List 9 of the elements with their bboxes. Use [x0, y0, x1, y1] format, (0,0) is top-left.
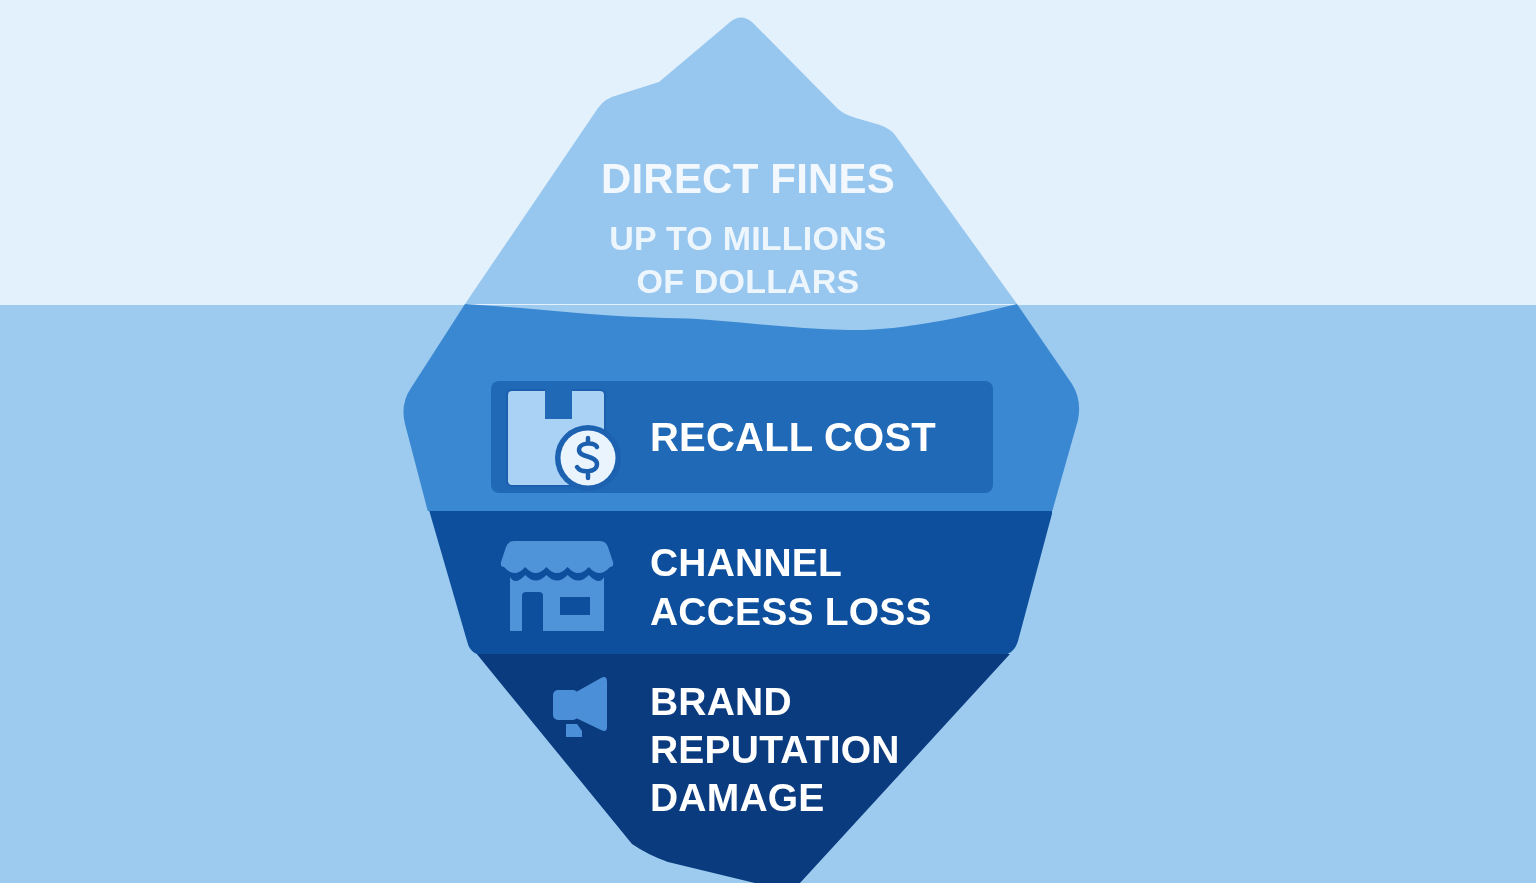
iceberg-band [400, 304, 1082, 511]
tier-label: RECALL COST [650, 414, 936, 461]
tier-label: BRAND REPUTATION DAMAGE [650, 679, 901, 821]
cost-panel [491, 381, 993, 493]
tier-subtitle: UP TO MILLIONS OF DOLLARS [608, 218, 888, 302]
tier-heading: DIRECT FINES [600, 155, 896, 203]
iceberg-bottom [476, 654, 1010, 883]
tier-label: CHANNEL ACCESS LOSS [650, 540, 933, 635]
iceberg-band [429, 511, 1052, 654]
